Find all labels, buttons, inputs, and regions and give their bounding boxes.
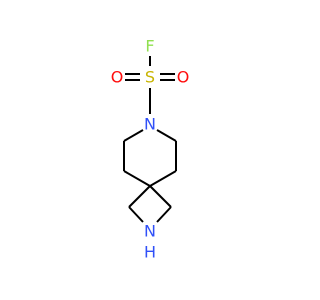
- bond-n-c-left: [123, 129, 144, 142]
- bond-c-right-n: [156, 206, 172, 223]
- bond-c-left-spiro: [123, 170, 151, 187]
- oxygen-left-atom-label: O: [111, 68, 124, 87]
- bond-c-left-n: [128, 206, 144, 223]
- oxygen-right-atom-label: O: [177, 68, 190, 87]
- bond-spiro-c-left: [128, 185, 151, 208]
- bond-c-right-spiro: [149, 170, 177, 187]
- sulfonyl-nitrogen-atom-label: N: [144, 115, 156, 134]
- azetidine-nitrogen-atom-label: N: [144, 222, 156, 241]
- azetidine-hydrogen-atom-label: H: [144, 243, 156, 262]
- bond-n-c-right: [156, 129, 177, 142]
- sulfur-atom-label: S: [145, 68, 155, 87]
- bonds: [123, 56, 177, 223]
- bond-spiro-c-right: [149, 185, 172, 208]
- fluorine-atom-label: F: [145, 37, 154, 56]
- atom-labels: F S O O N N H: [111, 37, 190, 262]
- molecule-structure-diagram: F S O O N N H: [111, 37, 190, 262]
